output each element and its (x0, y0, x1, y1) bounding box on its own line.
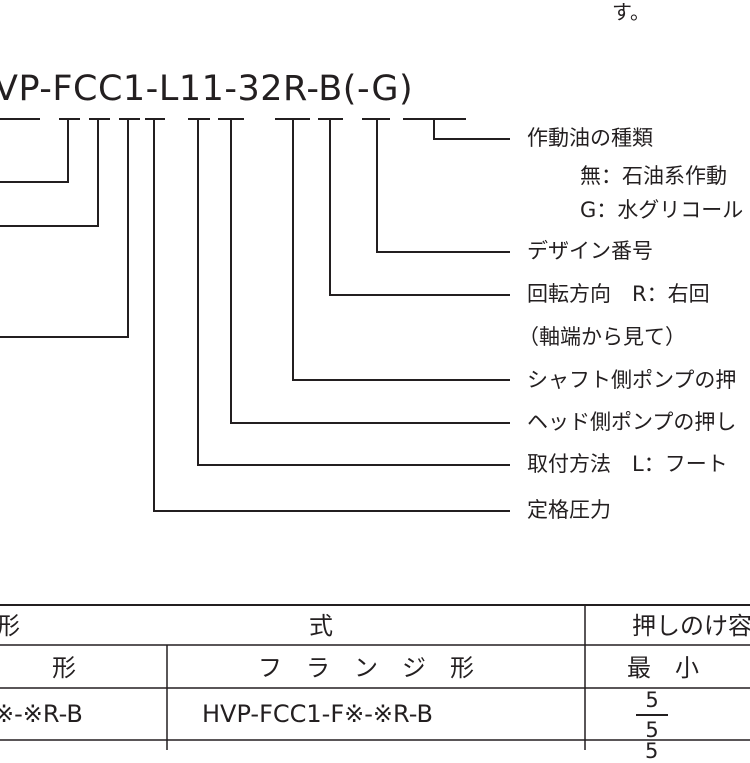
label-rated-pressure: 定格圧力 (527, 498, 611, 522)
fraction-denominator: 5 (645, 717, 659, 742)
table-row1-displacement-fraction: 5 5 (632, 688, 672, 742)
label-rotation: 回転方向 R：右回 (527, 282, 710, 306)
top-text-fragment: す。 (612, 0, 650, 24)
table-header-displacement: 押しのけ容 (632, 612, 750, 640)
table-row2-fraction-top: 5 (645, 739, 659, 763)
specification-table: 形 式 押しのけ容 形 フ ラ ン ジ 形 最 小 ※-※R-B HVP-FCC… (0, 604, 750, 750)
table-grid (0, 604, 750, 750)
table-row1-model-partial: ※-※R-B (0, 700, 83, 728)
label-fluid-none: 無：石油系作動 (580, 164, 727, 188)
table-header-shape: 形 (0, 612, 20, 640)
label-rotation-note: （軸端から見て） (518, 325, 686, 349)
table-subheader-min: 最 小 (627, 654, 699, 682)
label-head-pump: ヘッド側ポンプの押し (527, 410, 737, 434)
table-subheader-flange: フ ラ ン ジ 形 (258, 654, 474, 682)
table-header-model: 式 (309, 612, 333, 640)
leader-lines (0, 118, 510, 512)
fraction-numerator: 5 (645, 688, 659, 712)
label-mounting: 取付方法 L：フート (527, 452, 728, 476)
table-subheader-shape: 形 (52, 654, 76, 682)
model-code: VP-FCC1-L11-32R-B(-G) (0, 69, 414, 109)
label-fluid-type: 作動油の種類 (527, 126, 653, 150)
fraction-bar (636, 714, 668, 716)
label-fluid-g: G：水グリコール (580, 198, 744, 222)
table-row1-flange-model: HVP-FCC1-F※-※R-B (202, 700, 433, 728)
label-design-no: デザイン番号 (527, 239, 653, 263)
label-shaft-pump: シャフト側ポンプの押 (527, 368, 737, 392)
